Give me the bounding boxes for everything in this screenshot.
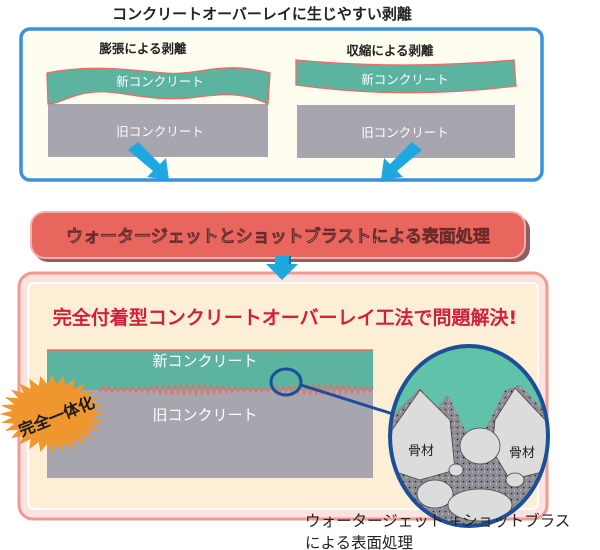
right-panel-label: 収縮による剥離 (346, 43, 434, 58)
starburst-badge (0, 375, 105, 453)
new-concrete-label: 新コンクリート (116, 74, 204, 89)
magnify-spot (269, 367, 303, 397)
magnified-detail (390, 346, 548, 526)
diagonal-arrow-icon (128, 142, 169, 180)
new-concrete-layer (47, 350, 373, 390)
new-concrete-label: 新コンクリート (361, 72, 449, 87)
old-concrete-label: 旧コンクリート (361, 125, 449, 140)
aggregate-label: 骨材 (408, 444, 434, 459)
old-concrete-layer (48, 104, 268, 157)
shrinkage-peel-illustration: 新コンクリート 旧コンクリート (295, 59, 517, 158)
old-concrete-label: 旧コンクリート (152, 406, 257, 424)
new-concrete-label: 新コンクリート (152, 352, 257, 370)
aggregate-label: 骨材 (509, 446, 535, 461)
caption-line-2: による表面処理 (305, 534, 413, 550)
caption-line-1: ウォータージェット +ショットブラス (305, 511, 570, 530)
new-concrete-layer (295, 59, 517, 94)
top-title: コンクリートオーバーレイに生じやすい剥離 (112, 5, 412, 23)
old-concrete-label: 旧コンクリート (116, 124, 204, 139)
new-concrete-layer (46, 67, 271, 106)
diagonal-arrow-icon (381, 142, 422, 180)
expansion-peel-illustration: 新コンクリート 旧コンクリート (46, 67, 271, 157)
left-panel-label: 膨張による剥離 (98, 41, 187, 56)
down-arrow-icon (266, 256, 298, 280)
old-concrete-layer (47, 390, 373, 478)
solution-title: 完全付着型コンクリートオーバーレイ工法で問題解決! (53, 306, 517, 329)
process-banner-label: ウォータージェットとショットブラストによる表面処理 (66, 226, 490, 247)
